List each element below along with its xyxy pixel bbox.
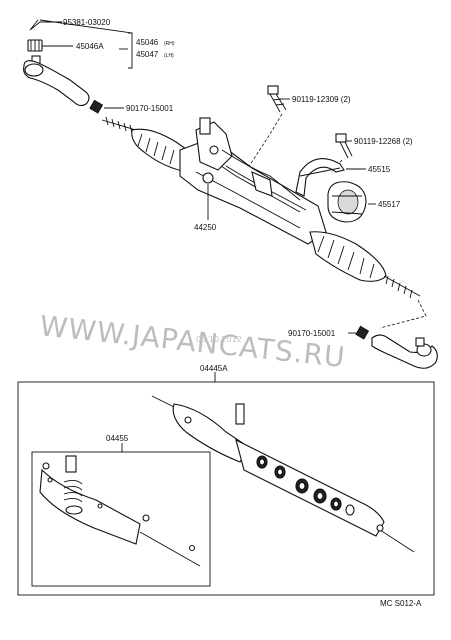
label-90119-12309: 90119-12309 (2): [292, 95, 351, 104]
grommet-45517: [327, 181, 367, 223]
label-90170-bottom: 90170-15001: [288, 329, 336, 338]
dash-lower-tie-rod: [379, 299, 427, 329]
label-45046a-top: 45046A: [76, 42, 104, 51]
kit-valve-outline: [39, 455, 201, 567]
label-04455: 04455: [106, 434, 129, 443]
kit-rack-outline: [151, 395, 415, 553]
bracket-45515: [295, 158, 345, 197]
dash-90119-12309: [247, 113, 283, 169]
lock-nut-lower: [355, 325, 370, 340]
leader-pin-bracket: [39, 19, 133, 34]
steering-rack-assembly: [101, 116, 421, 299]
watermark-date: 05.10.2012: [196, 335, 242, 344]
kit-box-04455: [31, 451, 211, 587]
label-45517: 45517: [378, 200, 401, 209]
label-90119-12268: 90119-12268 (2): [354, 137, 413, 146]
tie-rod-end-upper: [23, 55, 90, 107]
label-04445a: 04445A: [200, 364, 228, 373]
kit-box-04445a: [17, 381, 435, 596]
cotter-pin: [29, 19, 41, 31]
label-45047: 45047: [136, 50, 159, 59]
label-95381: 95381-03020: [63, 18, 111, 27]
bolt-90119-12268: [335, 133, 353, 159]
label-45046-rh: (RH): [164, 41, 175, 47]
label-45046: 45046: [136, 38, 159, 47]
label-45515: 45515: [368, 165, 391, 174]
watermark: WWW.JAPANCATS.RU: [38, 309, 347, 374]
bolt-90119-12309: [267, 85, 287, 113]
drawing-code: MC S012-A: [380, 599, 422, 608]
lock-nut-upper: [89, 99, 104, 114]
label-45047-lh: (LH): [164, 53, 174, 59]
castle-nut: [27, 39, 43, 52]
label-90170-top: 90170-15001: [126, 104, 174, 113]
tie-rod-end-lower: [371, 334, 438, 369]
bracket-45046: [128, 32, 133, 69]
label-44250: 44250: [194, 223, 217, 232]
